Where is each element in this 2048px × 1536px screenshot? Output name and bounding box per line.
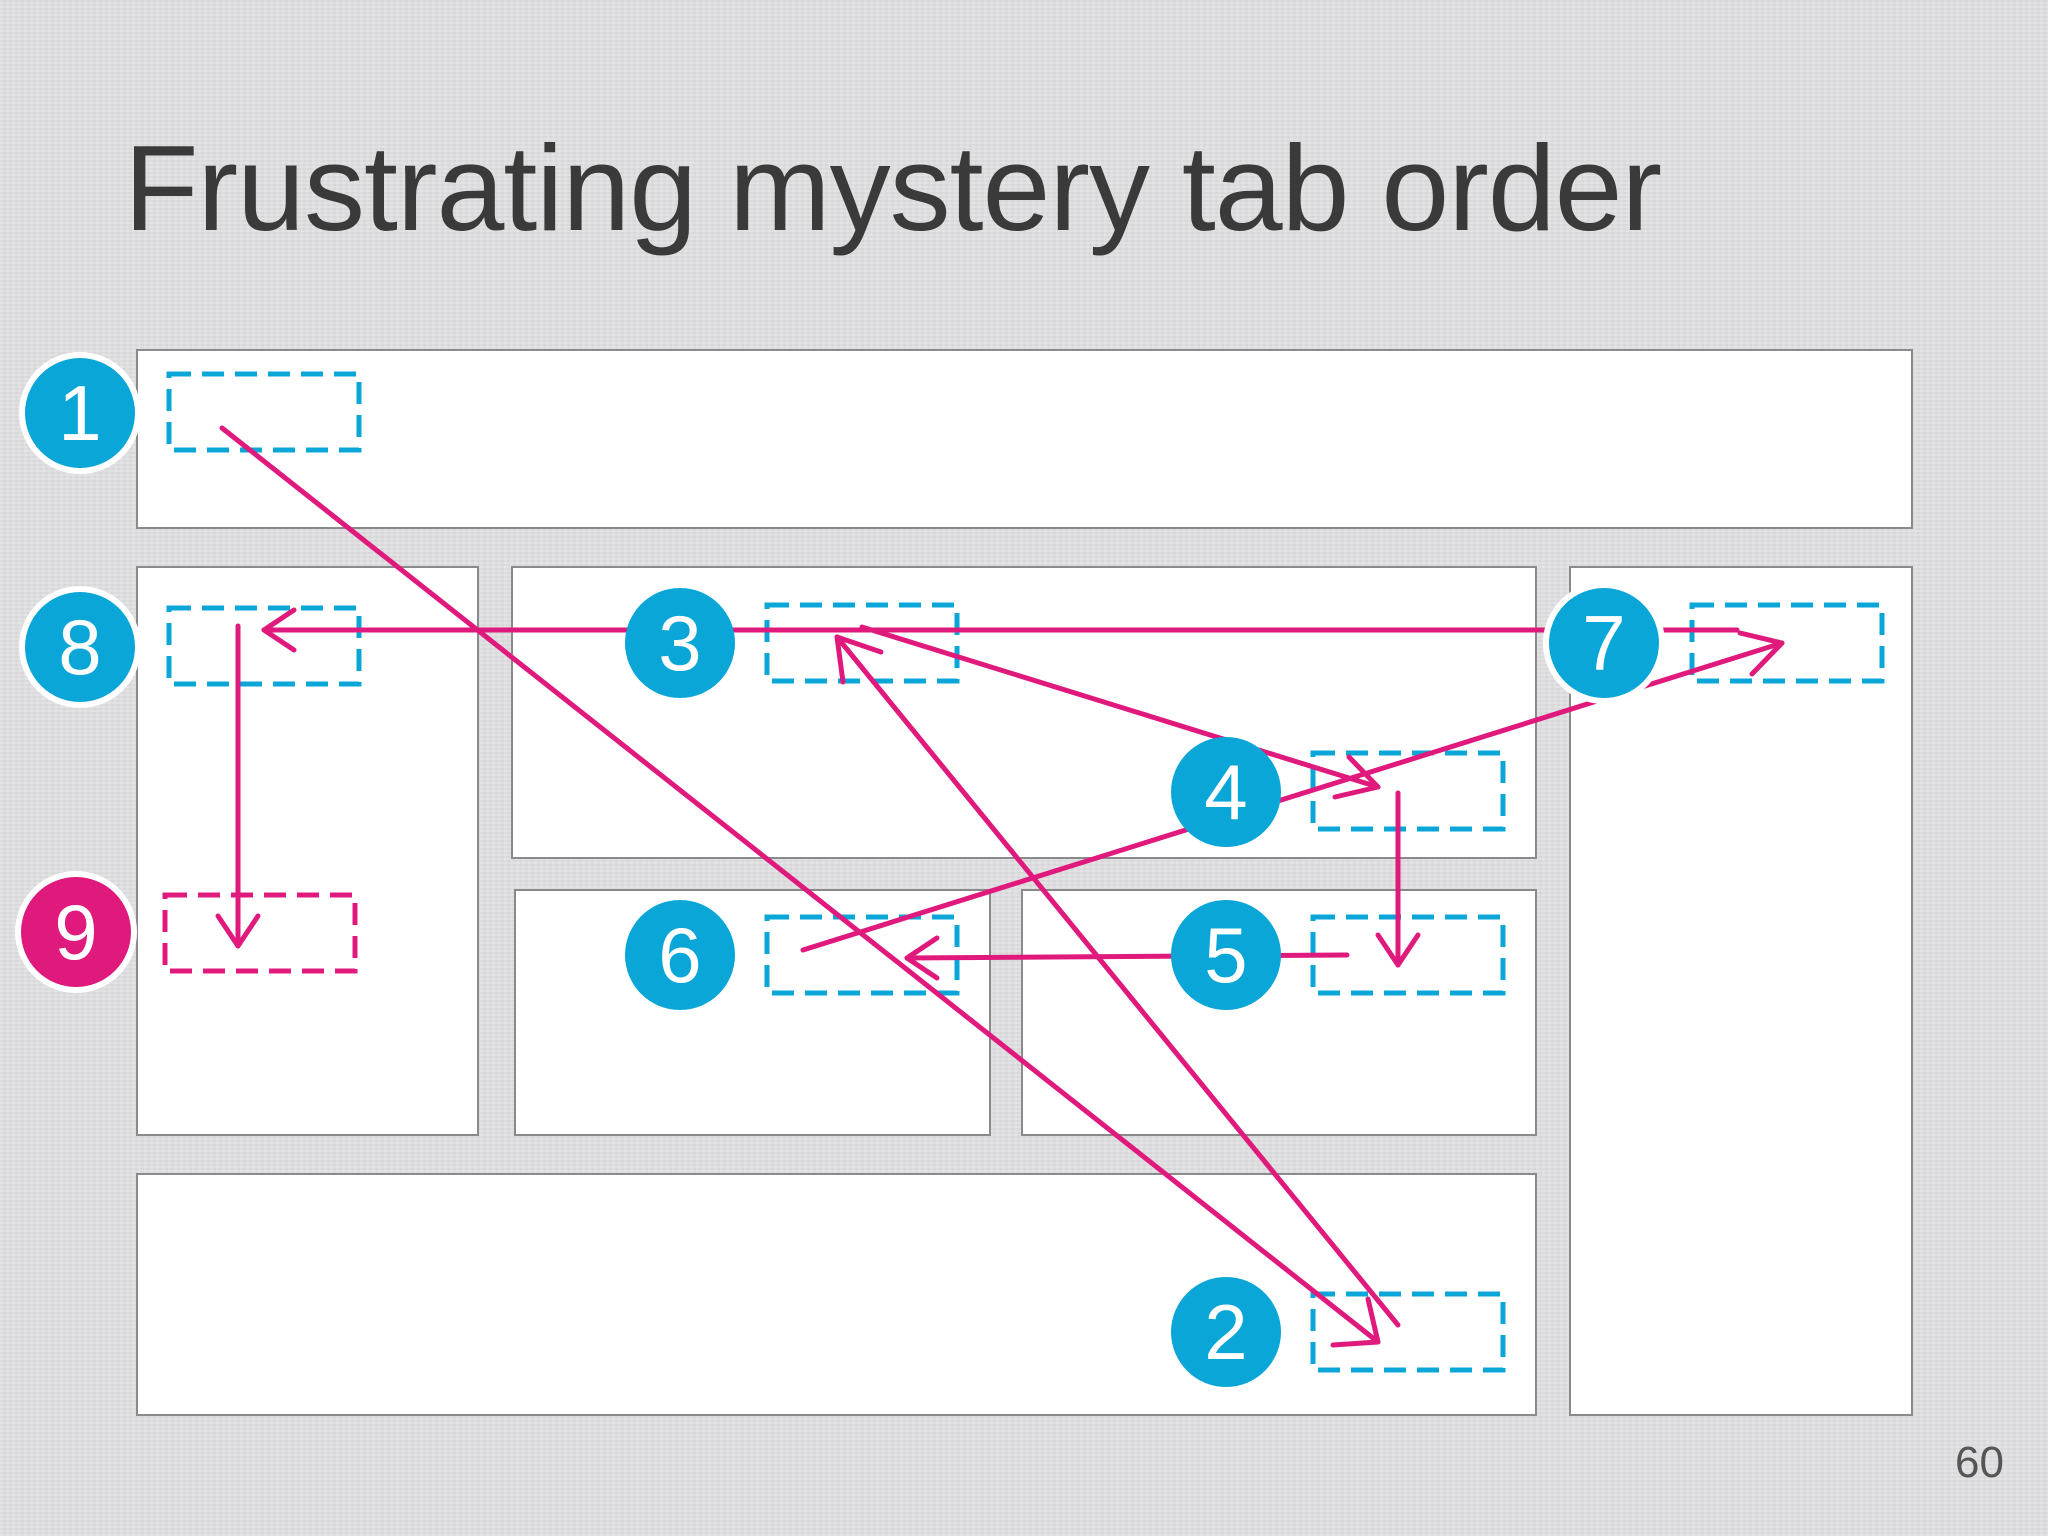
badge-6-number: 6 — [658, 911, 701, 999]
badge-8-circle — [19, 586, 141, 708]
footer-panel — [136, 1173, 1537, 1416]
arrowhead-5 — [1375, 932, 1421, 968]
badge-2: 2 — [1171, 1277, 1281, 1387]
badge-4-number: 4 — [1204, 748, 1247, 836]
header-panel — [136, 349, 1913, 529]
layout-panels — [136, 349, 1913, 1416]
badge-2-circle — [1171, 1277, 1281, 1387]
badge-5-circle — [1171, 900, 1281, 1010]
badge-9-number: 9 — [54, 888, 97, 976]
badge-5: 5 — [1171, 900, 1281, 1010]
arrowhead-2 — [1330, 1296, 1381, 1348]
tab-order-badges: 1 2 3 4 5 6 7 8 — [15, 352, 1665, 1387]
badge-9-circle — [15, 871, 137, 993]
badge-7-number: 7 — [1582, 599, 1625, 687]
badge-4-circle — [1171, 737, 1281, 847]
badge-2-number: 2 — [1204, 1288, 1247, 1376]
badge-8-number: 8 — [58, 603, 101, 691]
badge-8: 8 — [19, 586, 141, 708]
badge-7-circle — [1543, 582, 1665, 704]
badge-4: 4 — [1171, 737, 1281, 847]
arrow-5-to-6 — [904, 952, 1350, 961]
badge-3-number: 3 — [658, 599, 701, 687]
badge-1-number: 1 — [58, 369, 101, 457]
arrowhead-9 — [215, 913, 261, 949]
badge-5-number: 5 — [1204, 911, 1247, 999]
arrow-1-to-2 — [219, 425, 1381, 1345]
badge-3-circle — [625, 588, 735, 698]
left-sidebar-panel — [136, 566, 479, 1136]
arrowhead-6 — [904, 935, 940, 981]
badge-1-circle — [19, 352, 141, 474]
arrowhead-8 — [261, 607, 297, 653]
arrow-3-to-4 — [859, 624, 1381, 790]
arrowhead-7 — [1737, 630, 1785, 677]
slide-title: Frustrating mystery tab order — [124, 120, 1662, 256]
arrow-2-to-3 — [834, 634, 1401, 1328]
main-bottom-left-panel — [514, 889, 991, 1136]
badge-1: 1 — [19, 352, 141, 474]
slide-number: 60 — [1955, 1438, 2004, 1487]
badge-9: 9 — [15, 871, 137, 993]
arrowhead-4 — [1332, 754, 1381, 800]
badge-6: 6 — [625, 900, 735, 1010]
badge-6-circle — [625, 900, 735, 1010]
right-sidebar-panel — [1569, 566, 1913, 1416]
badge-3: 3 — [625, 588, 735, 698]
main-bottom-right-panel — [1021, 889, 1537, 1136]
badge-7: 7 — [1543, 582, 1665, 704]
tab-order-arrows — [215, 425, 1785, 1348]
arrowhead-3 — [834, 634, 884, 685]
